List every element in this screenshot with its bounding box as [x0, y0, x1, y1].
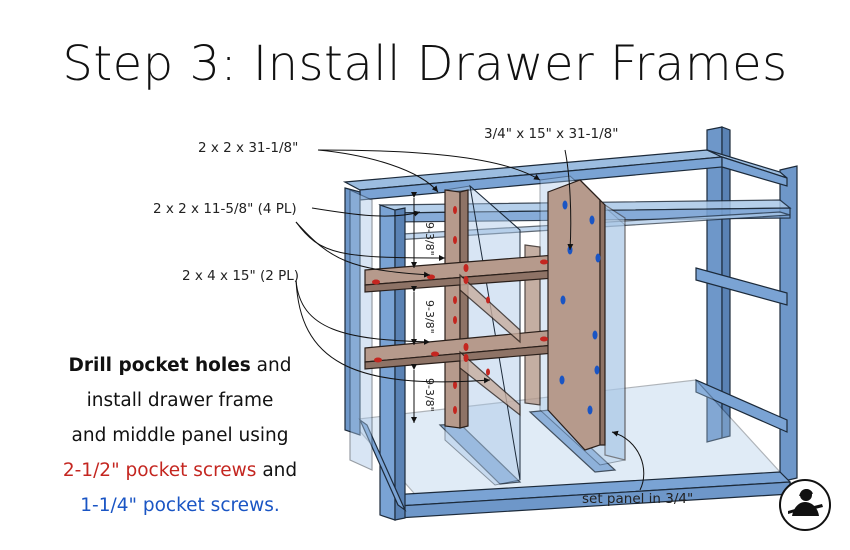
callout-panel: 3/4" x 15" x 31-1/8" — [484, 126, 619, 142]
dimension-label-bottom: 9-3/8" — [423, 378, 436, 412]
callout-stiles: 2 x 2 x 11-5/8" (4 PL) — [153, 201, 297, 217]
instruction-line-5: 1-1/4" pocket screws. — [20, 488, 340, 523]
callout-set-panel: set panel in 3/4" — [582, 491, 694, 507]
dimension-label-middle: 9-3/8" — [423, 300, 436, 334]
instructions: Drill pocket holes and install drawer fr… — [20, 348, 340, 523]
woodworker-logo-icon — [779, 479, 831, 531]
red-pocket-screws — [372, 206, 548, 414]
callout-frame-top: 2 x 2 x 31-1/8" — [198, 140, 299, 156]
instruction-line-1: Drill pocket holes and — [20, 348, 340, 383]
page-title: Step 3: Install Drawer Frames — [62, 36, 788, 92]
leader-lines — [295, 149, 645, 491]
instruction-line-4-rest: and — [256, 460, 298, 481]
instruction-red-screws: 2-1/2" pocket screws — [62, 460, 257, 481]
instruction-line-4: 2-1/2" pocket screws and — [20, 453, 340, 488]
right-end-frame — [695, 126, 798, 483]
middle-panel — [547, 179, 626, 461]
instruction-bold-text: Drill pocket holes — [68, 355, 251, 376]
callout-rails: 2 x 4 x 15" (2 PL) — [182, 268, 300, 284]
dimension-label-top: 9-3/8" — [423, 222, 436, 256]
instruction-line-3: and middle panel using — [71, 425, 289, 446]
instruction-blue-screws: 1-1/4" pocket screws. — [80, 495, 280, 516]
instruction-line-1-rest: and — [250, 355, 292, 376]
instruction-line-2: install drawer frame — [86, 390, 274, 411]
